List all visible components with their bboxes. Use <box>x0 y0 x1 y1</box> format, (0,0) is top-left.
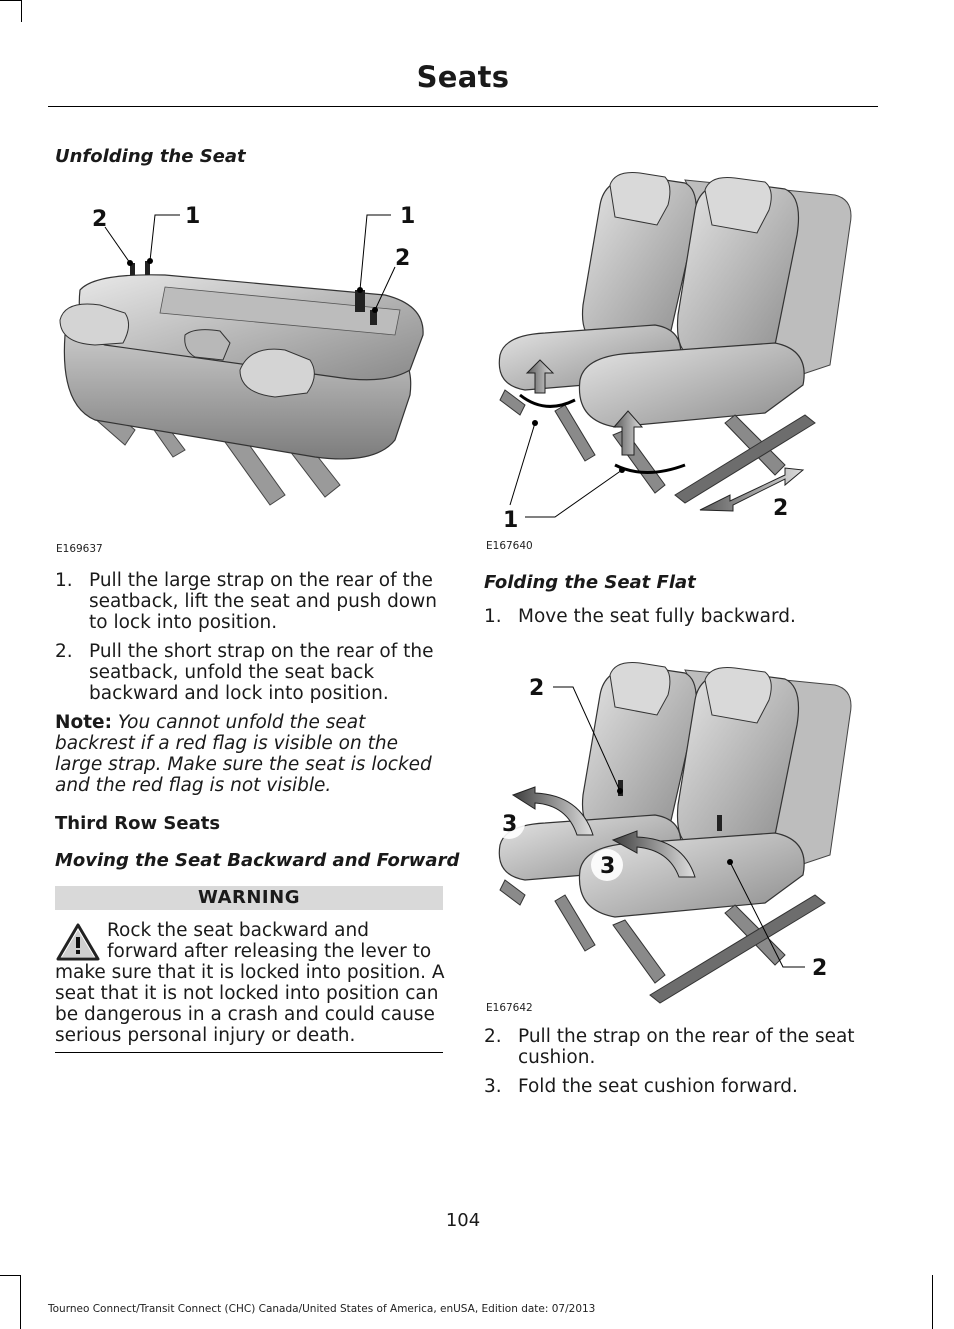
crop-mark <box>21 0 22 22</box>
unfolding-heading: Unfolding the Seat <box>55 146 246 167</box>
unfold-steps: 1.Pull the large strap on the rear of th… <box>55 570 445 712</box>
callout-2: 2 <box>395 246 410 271</box>
callout-2: 2 <box>92 207 107 232</box>
callout-3: 3 <box>502 812 517 837</box>
list-item: 1.Pull the large strap on the rear of th… <box>55 570 437 633</box>
list-item: 1.Move the seat fully backward. <box>484 606 796 627</box>
figure-id: E167642 <box>486 1002 533 1014</box>
page-number: 104 <box>445 1210 481 1231</box>
moving-heading: Moving the Seat Backward and Forward <box>55 850 460 871</box>
warning-rule <box>55 1052 443 1053</box>
list-item: 3.Fold the seat cushion forward. <box>484 1076 798 1097</box>
note-text: You cannot unfold the seat backrest if a… <box>55 712 432 796</box>
header-rule <box>48 106 878 107</box>
figure-move-seat: 1 2 <box>485 165 860 540</box>
third-row-heading: Third Row Seats <box>55 813 221 834</box>
crop-mark <box>20 1275 21 1329</box>
callout-1: 1 <box>503 508 518 533</box>
figure-fold-seat: 2 3 3 2 <box>485 655 860 1005</box>
folding-steps-a: 1.Move the seat fully backward. <box>484 606 874 635</box>
warning-header: WARNING <box>55 886 443 910</box>
crop-mark <box>0 1275 20 1276</box>
figure-unfold-seat: 2 1 1 2 <box>55 195 445 545</box>
seat-illustration: 1 2 <box>498 172 852 533</box>
seat-illustration: 2 3 3 2 <box>493 662 852 1004</box>
folding-steps-b: 2.Pull the strap on the rear of the seat… <box>484 1026 874 1105</box>
list-item: 2.Pull the short strap on the rear of th… <box>55 641 434 704</box>
figure-id: E169637 <box>56 543 103 555</box>
seat-illustration: 2 1 1 2 <box>59 204 424 506</box>
callout-3: 3 <box>600 854 615 879</box>
list-item: 2.Pull the strap on the rear of the seat… <box>484 1026 855 1068</box>
callout-2: 2 <box>773 496 788 521</box>
page-title: Seats <box>416 60 510 94</box>
crop-mark <box>0 0 22 1</box>
folding-heading: Folding the Seat Flat <box>484 572 696 593</box>
warning-triangle-icon <box>55 922 101 962</box>
callout-2: 2 <box>812 956 827 981</box>
callout-2: 2 <box>529 676 544 701</box>
note: Note: You cannot unfold the seat backres… <box>55 712 447 796</box>
crop-mark <box>932 1275 933 1329</box>
note-label: Note: <box>55 712 112 733</box>
figure-id: E167640 <box>486 540 533 552</box>
edition-footer: Tourneo Connect/Transit Connect (CHC) Ca… <box>48 1303 596 1315</box>
callout-1: 1 <box>185 204 200 229</box>
callout-1: 1 <box>400 204 415 229</box>
warning-text: Rock the seat backward and forward after… <box>55 920 445 1046</box>
